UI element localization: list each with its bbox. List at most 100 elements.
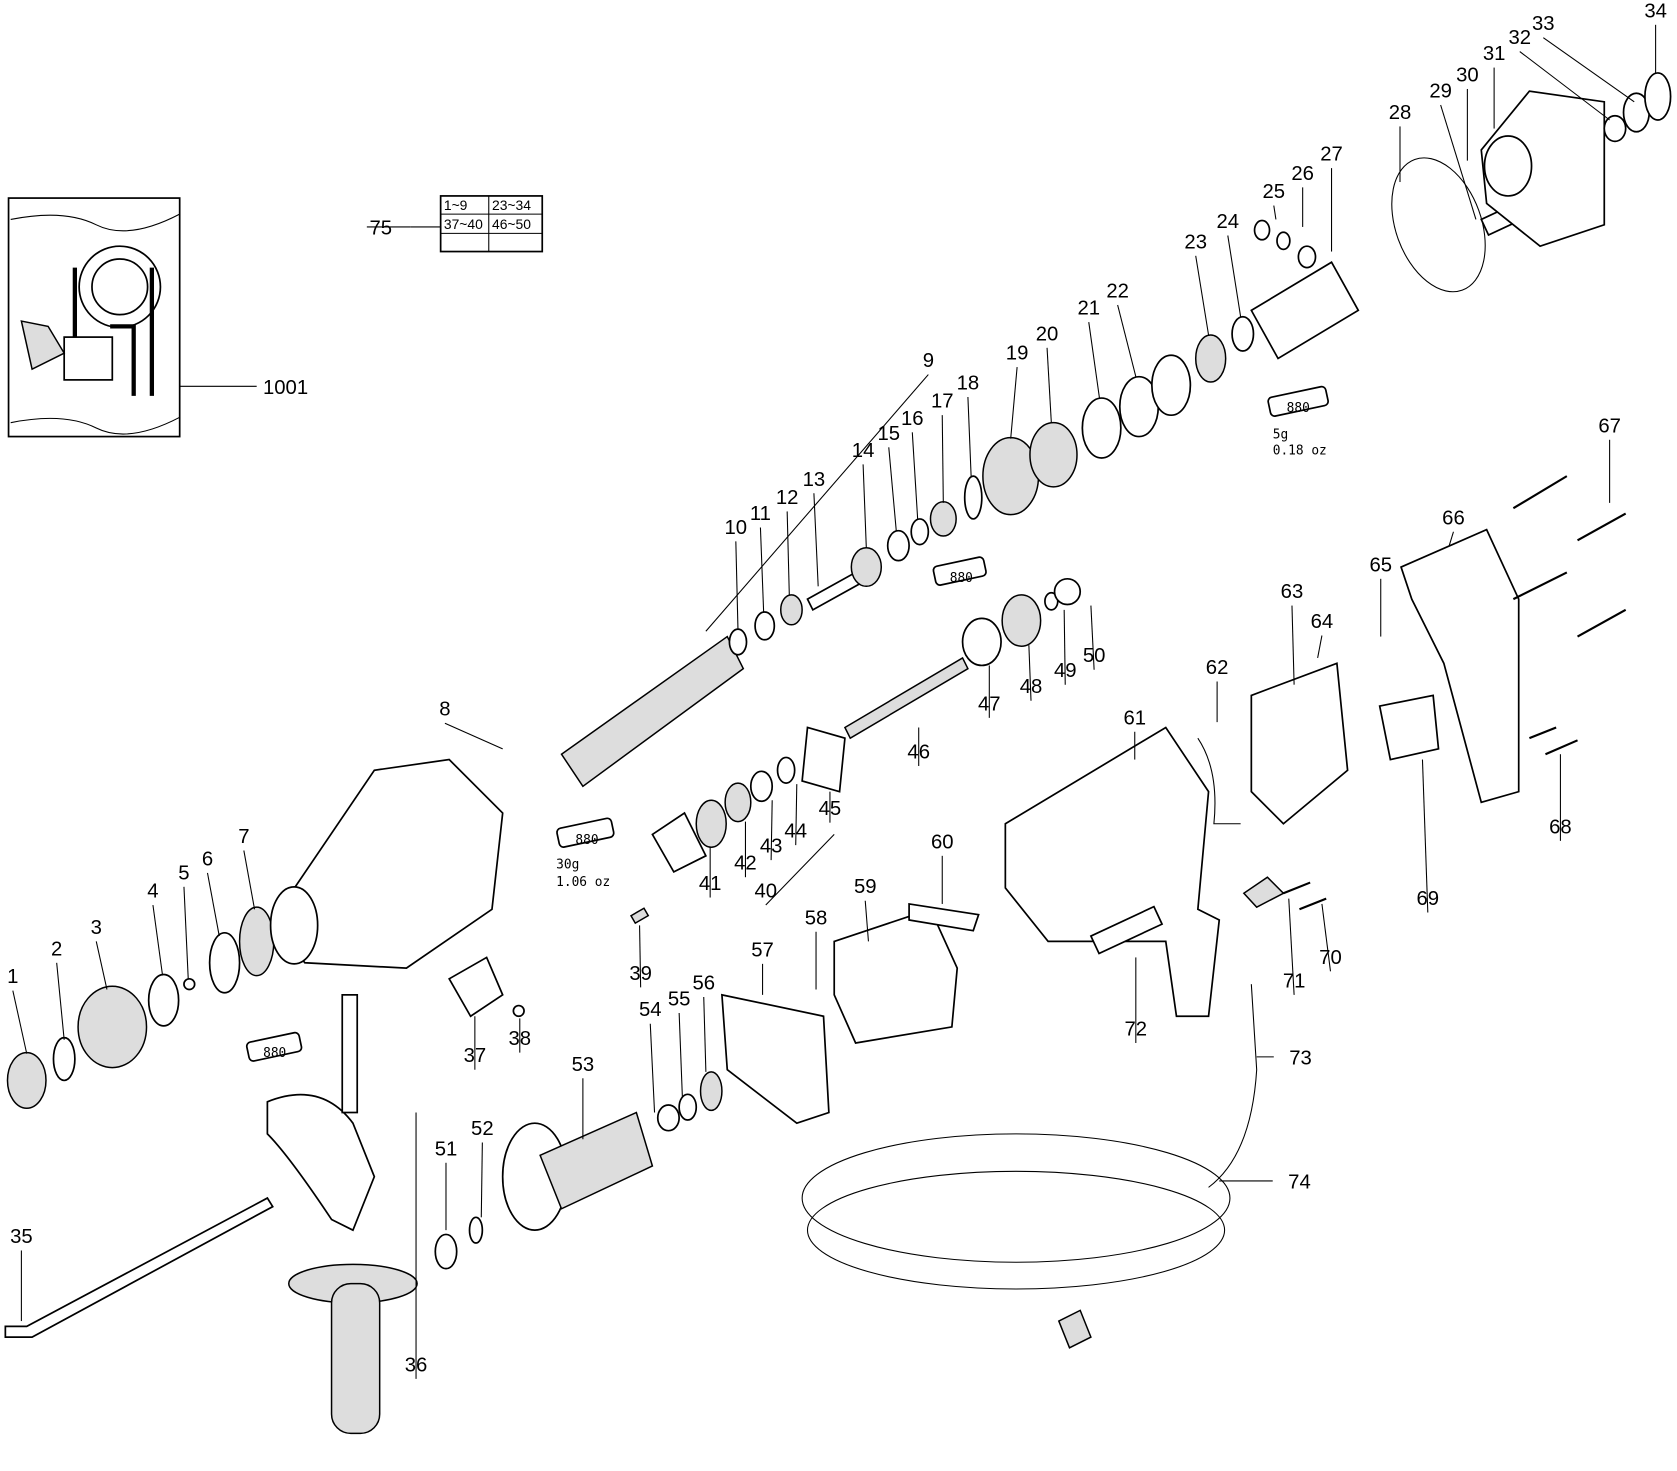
part-label-27: 27 — [1320, 144, 1343, 166]
part-label-18: 18 — [957, 373, 980, 395]
part-labels: 1234567891011121314151617181920212223242… — [7, 0, 1667, 1376]
leader-line — [1421, 759, 1429, 913]
leader-line — [703, 996, 707, 1072]
leader-line — [1273, 205, 1277, 220]
part-31-cylinder-flange — [1480, 90, 1606, 248]
leader-line — [183, 886, 189, 979]
part-shape — [1053, 577, 1082, 606]
part-69-switch — [1378, 694, 1440, 761]
leader-line — [678, 1013, 683, 1097]
leader-line — [1088, 322, 1100, 399]
part-shape — [1151, 354, 1192, 417]
leader-line — [444, 722, 503, 750]
part-37 — [448, 956, 504, 1018]
part-label-16: 16 — [901, 408, 924, 430]
part-label-47: 47 — [978, 693, 1001, 715]
part-label-40: 40 — [754, 881, 777, 903]
part-shape — [1644, 72, 1672, 121]
part-label-38: 38 — [508, 1028, 531, 1050]
part-shape — [512, 1004, 525, 1018]
part-46-shaft — [843, 656, 969, 740]
leader-line — [1117, 304, 1137, 377]
leader-line — [639, 925, 642, 988]
part-shape — [929, 501, 957, 537]
part-shape — [801, 726, 846, 793]
part-label-29: 29 — [1429, 81, 1452, 103]
leader-line — [888, 447, 897, 531]
grease-code: 880 — [1287, 401, 1310, 416]
part-shape — [910, 518, 930, 546]
part-label-1001: 1001 — [263, 377, 308, 399]
leader-line — [95, 941, 108, 990]
part-shape — [779, 594, 803, 626]
part-label-31: 31 — [1483, 43, 1506, 65]
part-label-41: 41 — [699, 873, 722, 895]
part-label-70: 70 — [1319, 947, 1342, 969]
part-66-handle-cover — [1400, 528, 1520, 804]
part-shape — [963, 475, 983, 520]
part-label-44: 44 — [784, 821, 807, 843]
part-label-67: 67 — [1598, 415, 1621, 437]
leader-line — [759, 527, 765, 612]
part-shape — [728, 628, 748, 656]
part-label-15: 15 — [877, 423, 900, 445]
part-label-32: 32 — [1508, 27, 1531, 49]
part-label-51: 51 — [435, 1138, 458, 1160]
leader-line — [1321, 903, 1332, 972]
part-shape — [695, 799, 727, 849]
part-label-30: 30 — [1456, 64, 1479, 86]
grease-code: 880 — [575, 833, 598, 848]
part-label-21: 21 — [1077, 298, 1100, 320]
part-label-65: 65 — [1369, 554, 1392, 576]
part-label-69: 69 — [1417, 888, 1440, 910]
part-shape — [1001, 594, 1042, 647]
part-shape — [776, 756, 796, 784]
part-label-49: 49 — [1054, 660, 1077, 682]
part-27-piston — [1250, 261, 1360, 360]
part-shape — [724, 782, 752, 823]
kit-cell: 37~40 — [444, 216, 483, 232]
part-shape — [651, 811, 708, 873]
part-1 — [6, 1051, 47, 1109]
leader-line — [649, 1023, 656, 1113]
leader-line — [795, 784, 798, 846]
part-59-stator — [833, 908, 959, 1044]
part-shape — [183, 977, 196, 991]
part-label-22: 22 — [1106, 281, 1129, 303]
part-label-62: 62 — [1206, 657, 1229, 679]
part-shape — [269, 885, 319, 965]
leader-line — [967, 396, 972, 477]
part-36-aux-handle — [266, 1093, 376, 1232]
leader-line — [206, 872, 220, 937]
leader-line — [480, 1142, 483, 1218]
part-label-19: 19 — [1006, 343, 1029, 365]
grease-oz: 1.06 oz — [556, 875, 610, 890]
part-label-35: 35 — [10, 1226, 33, 1248]
part-shape — [749, 770, 774, 803]
leader-line — [1440, 104, 1477, 220]
part-label-3: 3 — [91, 917, 102, 939]
part-shape — [801, 1133, 1231, 1263]
part-label-7: 7 — [238, 826, 249, 848]
part-label-5: 5 — [178, 862, 189, 884]
part-shape — [699, 1071, 723, 1112]
part-shape — [341, 994, 359, 1114]
part-label-17: 17 — [931, 391, 954, 413]
leader-line — [1288, 898, 1295, 995]
leader-lines — [12, 24, 1657, 1379]
part-label-37: 37 — [464, 1045, 487, 1067]
part-shape — [961, 617, 1002, 667]
part-shape — [908, 902, 980, 932]
part-shape — [1603, 114, 1627, 143]
part-shape — [1081, 397, 1122, 459]
part-63-brush-plate — [1250, 662, 1349, 825]
part-label-63: 63 — [1281, 581, 1304, 603]
part-35-depth-rod — [4, 1196, 274, 1338]
part-3 — [77, 985, 148, 1069]
part-label-10: 10 — [725, 517, 748, 539]
grease-oz: 0.18 oz — [1273, 444, 1327, 459]
part-label-28: 28 — [1389, 102, 1412, 124]
part-label-9: 9 — [923, 350, 934, 372]
leader-line — [1519, 51, 1610, 121]
